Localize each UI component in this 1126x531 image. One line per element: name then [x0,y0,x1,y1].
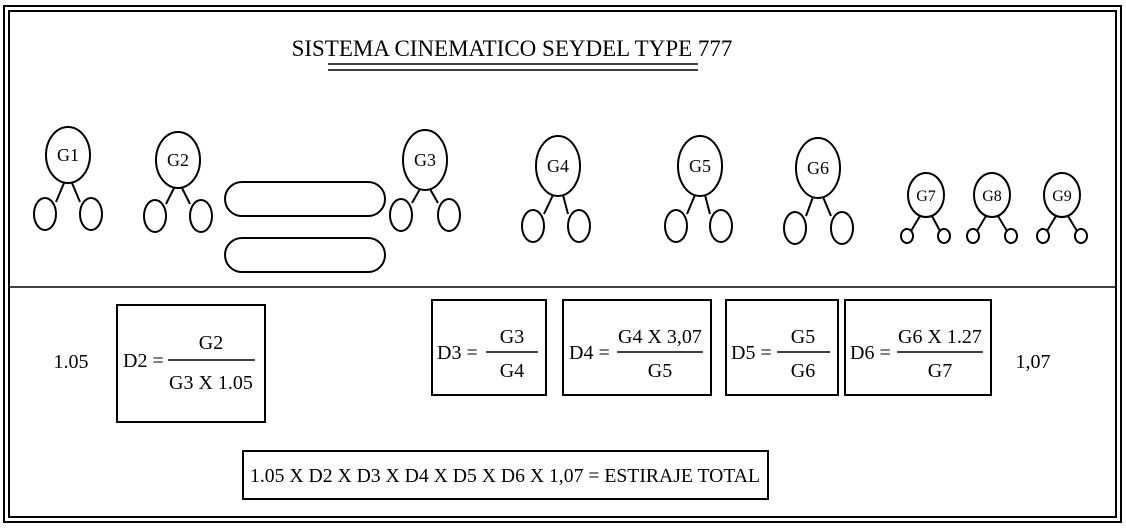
roller-left-g6 [783,211,807,245]
roller-left-g3 [389,198,413,232]
roller-left-g2 [143,199,167,233]
left-factor: 1.05 [54,351,89,373]
gear-circle-g9 [1043,172,1081,218]
total-formula: 1.05 X D2 X D3 X D4 X D5 X D6 X 1,07 = E… [250,465,760,487]
diagram-title: SISTEMA CINEMATICO SEYDEL TYPE 777 [292,36,733,61]
link-left-g4 [543,194,554,215]
gear-group-g8 [966,172,1018,244]
link-right-g7 [931,215,941,232]
roller-right-g7 [937,228,951,244]
formula-d2-denominator: G3 X 1.05 [169,372,253,394]
gear-circle-g5 [677,135,723,197]
roller-left-g9 [1036,228,1050,244]
gear-circle-g8 [973,172,1011,218]
roller-right-g2 [189,199,213,233]
roller-right-g4 [567,209,591,243]
inner-frame [8,10,1117,518]
gear-labels: G1 G2 G3 G4 G5 G6 G7 G8 G9 [57,145,1072,205]
gear-label-g6: G6 [807,158,829,178]
roller-right-g9 [1074,228,1088,244]
fraction-bars [168,351,983,361]
gear-group-g4 [521,135,591,243]
link-left-g8 [976,215,987,232]
gear-group-g3 [389,129,461,232]
formula-d3-denominator: G4 [500,360,524,382]
formula-d4-denominator: G5 [648,360,672,382]
gear-groups [33,126,1088,273]
bar-lower [224,237,386,273]
gear-group-g7 [900,172,951,244]
roller-right-g3 [437,198,461,232]
gear-label-g9: G9 [1052,188,1072,205]
formula-d5-denominator: G6 [791,360,815,382]
formula-box-d4 [562,299,712,396]
gear-group-g5 [664,135,733,243]
bar-upper [224,181,386,217]
link-left-g5 [686,194,696,215]
formula-box-d3 [431,299,547,396]
roller-left-g1 [33,197,57,231]
gear-label-g1: G1 [57,145,79,165]
roller-left-g8 [966,228,980,244]
formula-d5-numerator: G5 [791,326,815,348]
link-left-g6 [805,196,814,217]
gear-group-g9 [1036,172,1088,244]
link-right-g9 [1067,215,1078,232]
formula-box-d6 [844,299,992,396]
gear-group-g2 [143,131,213,233]
gear-circle-g1 [45,126,91,184]
roller-left-g5 [664,209,688,243]
formula-d2-numerator: G2 [199,332,223,354]
formula-box-d5 [725,299,839,396]
roller-right-g6 [830,211,854,245]
link-right-g8 [997,215,1008,232]
link-right-g2 [181,187,191,205]
formula-d4-lhs: D4 = [569,342,610,364]
gear-circle-g6 [795,137,841,199]
link-right-g4 [562,194,569,215]
gear-circle-g7 [907,172,945,218]
link-right-g6 [822,196,832,217]
roller-right-g8 [1004,228,1018,244]
formula-d6-denominator: G7 [928,360,952,382]
link-right-g3 [429,188,439,204]
gear-label-g7: G7 [916,188,936,205]
gear-circle-g4 [535,135,581,197]
gear-circle-g3 [402,129,448,191]
formula-d4-numerator: G4 X 3,07 [618,326,702,348]
gear-label-g2: G2 [167,150,189,170]
formula-box-d2 [116,304,266,423]
formula-boxes [116,299,992,500]
link-right-g5 [704,194,711,215]
formula-d5-lhs: D5 = [731,342,772,364]
link-right-g1 [71,182,81,203]
formula-d3-numerator: G3 [500,326,524,348]
gear-label-g8: G8 [982,188,1002,205]
gear-label-g3: G3 [414,150,436,170]
gear-label-g5: G5 [689,156,711,176]
link-left-g7 [910,215,921,232]
gear-group-g1 [33,126,103,231]
outer-frame [3,5,1122,523]
link-left-g2 [165,187,175,205]
total-formula-box [242,450,769,500]
formula-d2-lhs: D2 = [123,350,164,372]
formula-d3-lhs: D3 = [437,342,478,364]
gear-group-g6 [783,137,854,245]
gear-circle-g2 [155,131,201,189]
roller-right-g1 [79,197,103,231]
gear-label-g4: G4 [547,156,569,176]
right-factor: 1,07 [1016,351,1051,373]
link-left-g1 [55,182,65,203]
formula-d6-numerator: G6 X 1.27 [898,326,982,348]
formula-d6-lhs: D6 = [850,342,891,364]
link-left-g9 [1046,215,1057,232]
roller-left-g7 [900,228,914,244]
roller-left-g4 [521,209,545,243]
roller-right-g5 [709,209,733,243]
link-left-g3 [411,188,421,204]
